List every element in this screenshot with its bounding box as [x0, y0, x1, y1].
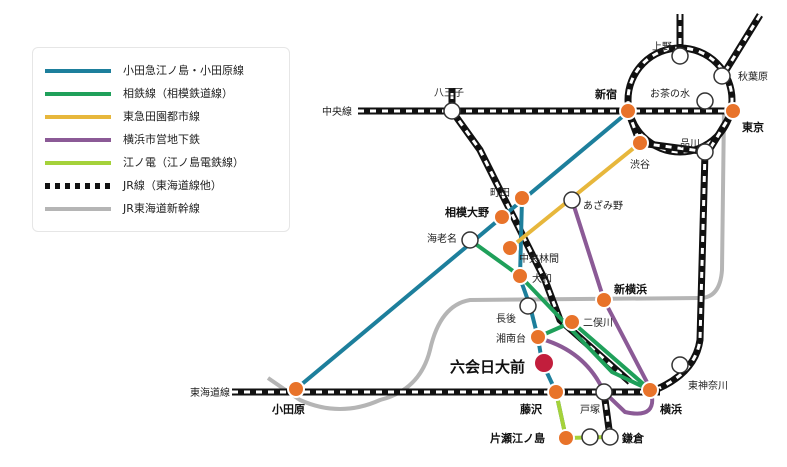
legend-swatch-shinkansen	[45, 207, 111, 211]
label-futamatagawa: 二俣川	[583, 316, 613, 329]
label-shin-yokohama: 新横浜	[614, 282, 647, 296]
legend-item-sotetsu: 相鉄線（相模鉄道線）	[45, 85, 285, 103]
station-yokohama	[641, 381, 659, 399]
station-kamakura-a	[581, 428, 599, 446]
legend-label-subway: 横浜市営地下鉄	[123, 133, 200, 146]
legend-item-tokyu: 東急田園都市線	[45, 108, 285, 126]
legend-label-enoden: 江ノ電（江ノ島電鉄線）	[123, 156, 244, 169]
station-ochanomizu	[696, 92, 714, 110]
legend-label-sotetsu: 相鉄線（相模鉄道線）	[123, 87, 233, 100]
station-fujisawa	[547, 383, 565, 401]
station-labels: 中央線 東海道線 上野 秋葉原 お茶の水 新宿 東京 八王子 品川 渋谷 町田 …	[190, 41, 768, 445]
label-azamino: あざみ野	[583, 199, 623, 212]
station-odawara	[287, 380, 305, 398]
label-akihabara: 秋葉原	[738, 70, 768, 83]
legend-item-odakyu: 小田急江ノ島・小田原線	[45, 62, 285, 80]
label-hachioji: 八王子	[434, 87, 464, 99]
legend-swatch-odakyu	[45, 69, 111, 73]
legend-label-jr: JR線（東海道線他）	[123, 179, 222, 192]
legend-label-tokyu: 東急田園都市線	[123, 110, 200, 123]
station-kamakura	[601, 428, 619, 446]
station-shinjuku	[619, 102, 637, 120]
label-yamato: 大和	[532, 272, 552, 285]
legend-swatch-tokyu	[45, 115, 111, 119]
station-hachioji	[443, 102, 461, 120]
legend: 小田急江ノ島・小田原線 相鉄線（相模鉄道線） 東急田園都市線 横浜市営地下鉄 江…	[32, 47, 290, 232]
label-sagami-ono: 相模大野	[445, 205, 489, 219]
label-tokyo: 東京	[742, 120, 764, 134]
legend-item-jr: JR線（東海道線他）	[45, 177, 285, 195]
label-fujisawa: 藤沢	[520, 402, 543, 416]
label-ueno: 上野	[652, 41, 672, 53]
station-shonandai	[529, 328, 547, 346]
legend-item-shinkansen: JR東海道新幹線	[45, 200, 285, 218]
station-totsuka	[595, 383, 613, 401]
label-higashikanagawa: 東神奈川	[688, 379, 728, 392]
legend-label-shinkansen: JR東海道新幹線	[123, 202, 200, 215]
label-katase-enoshima: 片瀬江ノ島	[490, 431, 545, 445]
label-shinjuku: 新宿	[595, 87, 617, 101]
station-tokyo	[724, 102, 742, 120]
other-stations	[443, 47, 731, 446]
station-shibuya	[631, 134, 649, 152]
label-machida: 町田	[490, 188, 510, 199]
station-shinagawa	[696, 143, 714, 161]
label-mutsuaihiyoshi: 六会日大前	[450, 358, 525, 376]
shinkansen-line	[266, 109, 726, 411]
station-katase-enoshima	[557, 429, 575, 447]
station-shin-yokohama	[595, 291, 613, 309]
legend-swatch-sotetsu	[45, 92, 111, 96]
station-azamino	[563, 191, 581, 209]
legend-item-subway: 横浜市営地下鉄	[45, 131, 285, 149]
label-ochanomizu: お茶の水	[650, 87, 690, 100]
label-kamakura: 鎌倉	[621, 431, 645, 445]
station-chuo-rinkan	[501, 239, 519, 257]
label-tokaido-line: 東海道線	[190, 386, 230, 399]
legend-item-enoden: 江ノ電（江ノ島電鉄線）	[45, 154, 285, 172]
station-akihabara	[713, 67, 731, 85]
label-yokohama: 横浜	[660, 402, 682, 416]
station-yamato	[511, 267, 529, 285]
label-chuo-line: 中央線	[322, 105, 352, 118]
label-shonandai: 湘南台	[496, 332, 526, 345]
station-nagago	[519, 297, 537, 315]
label-ebina: 海老名	[427, 232, 457, 245]
legend-swatch-subway	[45, 138, 111, 142]
station-higashikanagawa	[671, 356, 689, 374]
station-mutsuaihiyoshi	[533, 352, 555, 374]
station-ueno	[671, 47, 689, 65]
legend-swatch-jr	[45, 183, 111, 189]
station-machida	[513, 189, 531, 207]
major-stations	[287, 102, 742, 447]
station-sagami-ono	[493, 208, 511, 226]
station-ebina	[461, 231, 479, 249]
legend-swatch-enoden	[45, 161, 111, 165]
legend-label-odakyu: 小田急江ノ島・小田原線	[123, 64, 244, 77]
station-futamatagawa	[563, 313, 581, 331]
label-chuo-rinkan: 中央林間	[519, 252, 559, 265]
label-nagago: 長後	[496, 312, 516, 325]
label-odawara: 小田原	[271, 402, 305, 416]
label-totsuka: 戸塚	[580, 404, 600, 416]
label-shibuya: 渋谷	[630, 158, 650, 171]
label-shinagawa: 品川	[680, 138, 700, 150]
